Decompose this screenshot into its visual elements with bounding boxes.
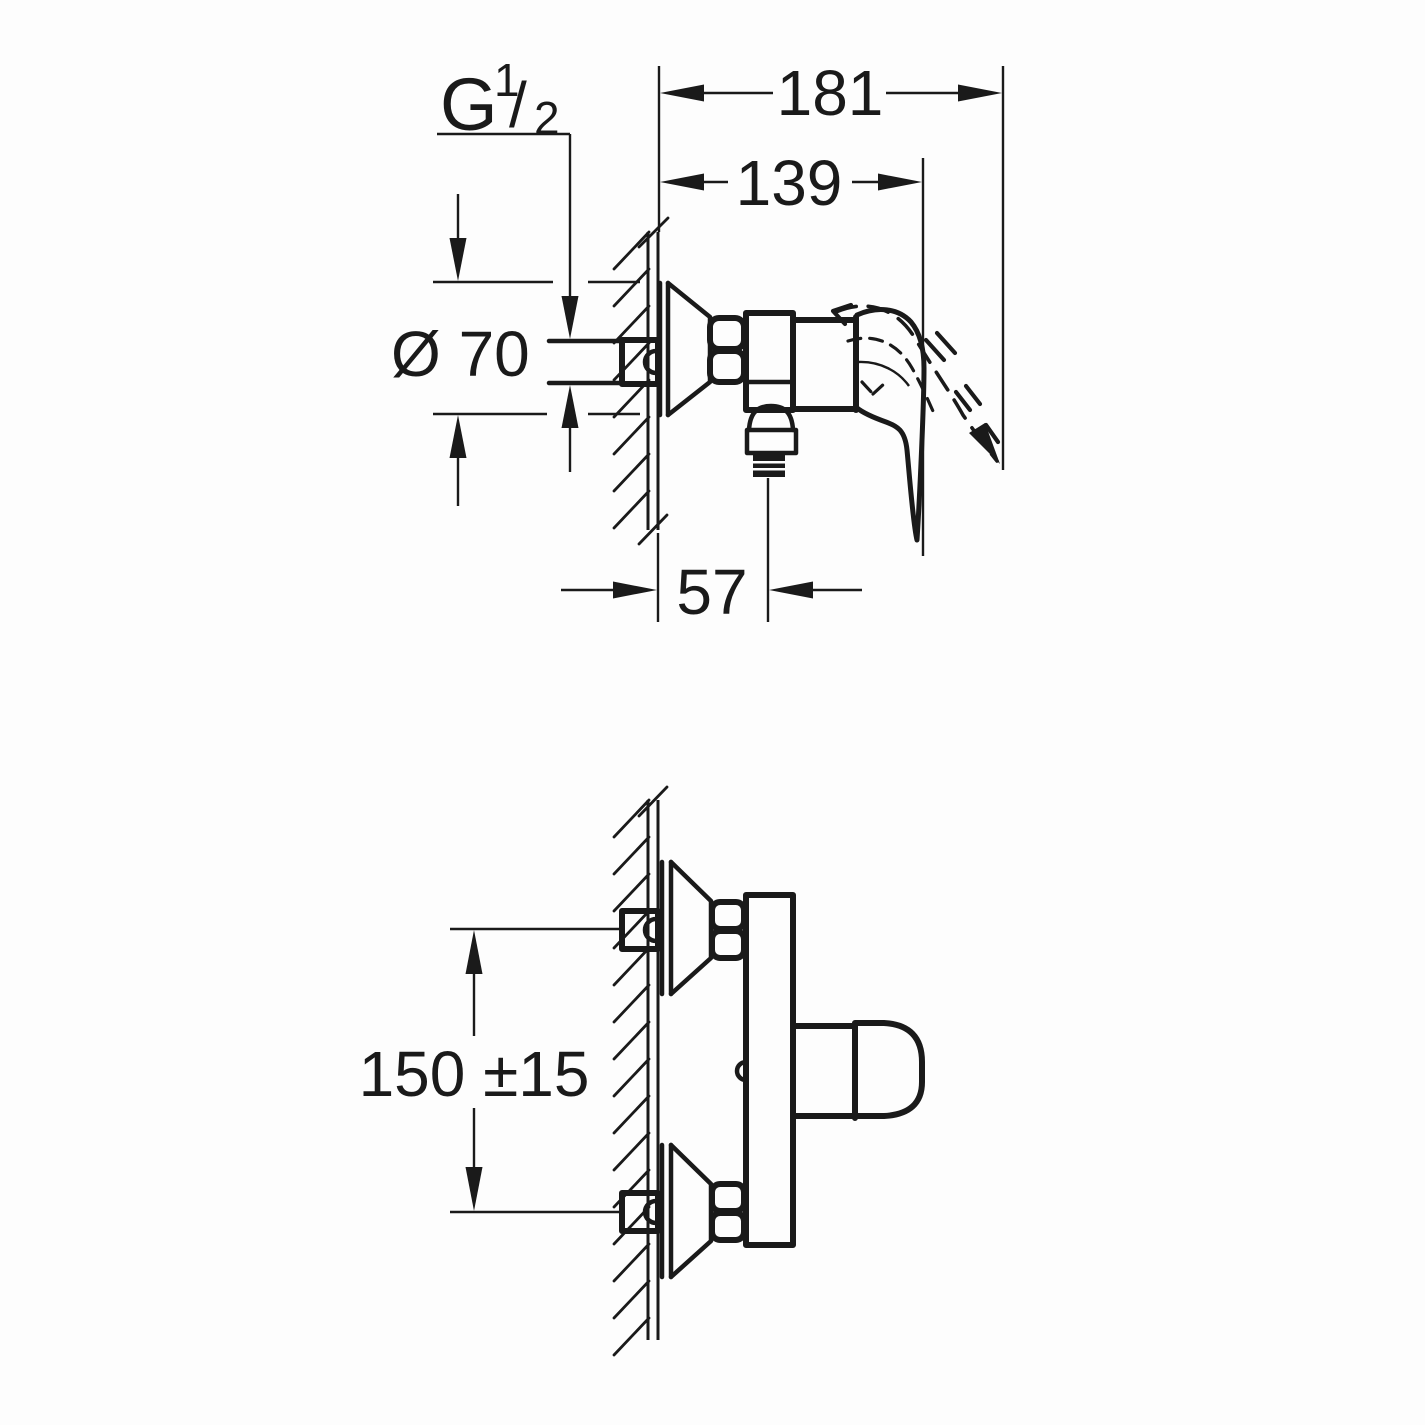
dimension-value: 57 <box>676 556 747 628</box>
side-view <box>546 216 1001 546</box>
handle-neck <box>790 1021 858 1121</box>
escutcheon-base-plate <box>659 859 674 997</box>
arrowhead-right <box>613 581 657 599</box>
arrowhead-up <box>449 415 467 458</box>
dimension-value: 139 <box>736 147 843 219</box>
arrowhead-right <box>878 173 922 191</box>
motion-marks <box>923 330 1001 451</box>
escutcheon-cone <box>665 280 713 418</box>
thread-label-slash: / <box>509 69 527 141</box>
handle-knob-cap <box>852 1020 925 1119</box>
dimension-value: 181 <box>777 57 884 129</box>
nut-facet-bottom <box>709 1210 747 1243</box>
mixer-body-side <box>743 310 859 413</box>
outlet-thread-nipple <box>753 455 785 477</box>
escutcheon-base-plate <box>659 1142 674 1280</box>
swing-arc-inner <box>846 336 938 420</box>
thread-label-prefix: G <box>440 63 498 146</box>
plan-view <box>612 785 925 1357</box>
pipe-bottom-arrow-up <box>561 385 579 428</box>
wall-hatching <box>612 216 670 546</box>
pipe-union-square <box>619 1190 661 1234</box>
body-plate <box>743 892 796 1248</box>
dimension-inlet-spacing: 150 ±15 <box>359 927 622 1214</box>
dimension-depth-to-handle: 139 <box>660 147 925 556</box>
arrowhead-left <box>660 84 704 102</box>
valve-body <box>743 310 796 413</box>
extension-lines <box>656 478 770 622</box>
lever-ghost-dashes <box>860 380 887 396</box>
cartridge-housing <box>790 317 859 412</box>
nut-facet-top <box>707 315 747 352</box>
nut-facet-top <box>709 899 747 932</box>
arrowhead-down <box>449 238 467 281</box>
extension-lines <box>433 280 640 416</box>
swing-arrowhead-end <box>969 423 1000 464</box>
lever-handle-plan <box>790 1020 925 1121</box>
dimension-value: Ø 70 <box>391 318 530 390</box>
nut-facet-bottom <box>707 348 747 385</box>
pipe-end-arc <box>642 916 659 944</box>
arrowhead-right <box>958 84 1002 102</box>
thread-size-label: G 1 / 2 <box>437 54 579 472</box>
mixer-body-plan <box>734 892 796 1248</box>
arrowhead-up <box>465 930 483 974</box>
inlet-connection-lower <box>619 1142 747 1280</box>
escutcheon-base-plate <box>657 280 671 418</box>
wall-surface-lines <box>646 800 660 1340</box>
nut-facet-bottom <box>709 928 747 961</box>
extension-lines <box>657 66 1005 470</box>
shower-outlet <box>744 403 799 477</box>
dimensions: G 1 / 2 181 139 <box>359 54 1005 1214</box>
thread-leader-line <box>437 132 572 296</box>
wall-section-plan-view <box>612 785 669 1357</box>
extension-lines <box>450 927 622 1214</box>
wall-hatching <box>612 785 669 1357</box>
swing-arrowhead-start <box>830 302 854 327</box>
dimension-escutcheon-diameter: Ø 70 <box>391 194 640 506</box>
handle-swing-arcs <box>830 302 1001 464</box>
escutcheon-cone <box>668 1142 714 1280</box>
dimension-value: 150 ±15 <box>359 1038 590 1110</box>
arrowhead-left <box>660 173 704 191</box>
outlet-dome <box>746 403 796 433</box>
escutcheon-side <box>657 280 713 418</box>
lever-ghost-arc <box>857 360 910 387</box>
arrowhead-down <box>465 1167 483 1211</box>
pipe-union-square <box>619 337 661 387</box>
pipe-end-arc <box>642 1198 659 1226</box>
pipe-outline <box>546 338 625 386</box>
pipe-union-square <box>619 908 661 952</box>
thread-label-numerator: 1 <box>494 54 520 106</box>
lever-handle <box>854 307 927 543</box>
dimension-outlet-offset: 57 <box>561 478 862 628</box>
outlet-thread-ridges <box>753 461 785 471</box>
dimension-overall-depth: 181 <box>657 57 1005 470</box>
supply-pipe <box>546 337 661 387</box>
thread-label-denominator: 2 <box>534 92 560 144</box>
escutcheon-cone <box>668 859 714 997</box>
union-nut-side <box>707 315 747 385</box>
outlet-bump-hidden <box>734 1059 749 1083</box>
outlet-collar <box>744 427 799 456</box>
thread-leader-arrow-down <box>561 296 579 339</box>
nut-facet-top <box>709 1181 747 1214</box>
pipe-end-arc <box>642 348 659 376</box>
arrowhead-left <box>769 581 813 599</box>
